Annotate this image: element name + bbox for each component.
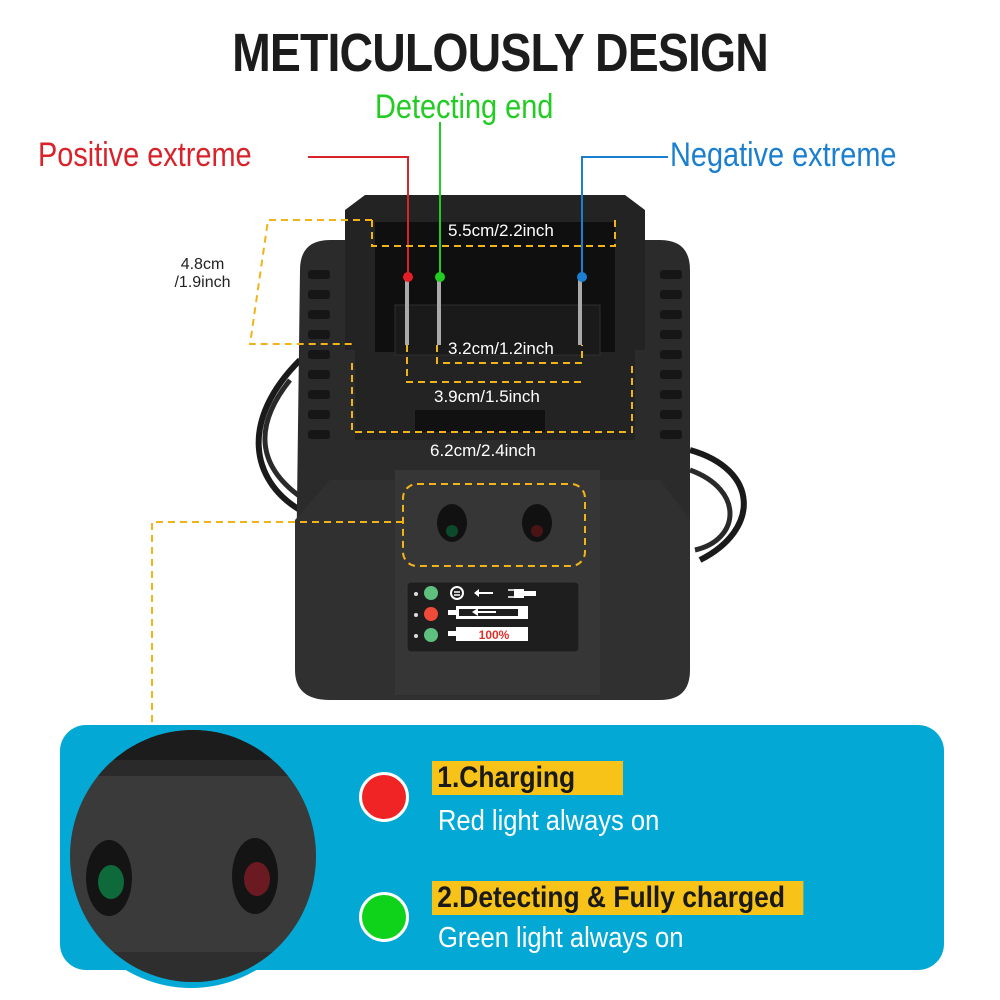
full-charge-text: 100% bbox=[479, 628, 510, 642]
height-cm: 4.8cm bbox=[180, 256, 225, 273]
red-light-icon bbox=[359, 772, 409, 822]
legend-subtitle-charging: Red light always on bbox=[438, 805, 660, 837]
terminal-span-dimension: 3.2cm/1.2inch bbox=[448, 339, 554, 358]
status-led-green-2 bbox=[424, 628, 438, 642]
rail-span-dimension: 3.9cm/1.5inch bbox=[434, 387, 540, 406]
green-led-closeup bbox=[98, 865, 124, 899]
status-led-red bbox=[424, 607, 438, 621]
led-closeup bbox=[70, 730, 316, 982]
page-title: METICULOUSLY DESIGN bbox=[232, 23, 769, 83]
detecting-end-label: Detecting end bbox=[375, 88, 554, 126]
legend-subtitle-detecting: Green light always on bbox=[438, 922, 684, 954]
negative-extreme-label: Negative extreme bbox=[670, 136, 897, 174]
base-width-dimension: 6.2cm/2.4inch bbox=[430, 441, 536, 460]
height-dimension: 4.8cm /1.9inch bbox=[165, 256, 240, 292]
positive-extreme-label: Positive extreme bbox=[38, 136, 252, 174]
status-led-green-1 bbox=[424, 586, 438, 600]
indicator-plate: 100% bbox=[412, 586, 577, 650]
red-led-closeup bbox=[244, 862, 270, 896]
height-inch: /1.9inch bbox=[174, 274, 231, 291]
legend-title-charging: 1.Charging bbox=[432, 761, 623, 795]
legend-title-detecting: 2.Detecting & Fully charged bbox=[432, 881, 804, 915]
plug-icon: 100% bbox=[448, 586, 536, 642]
green-light-icon bbox=[359, 892, 409, 942]
top-width-dimension: 5.5cm/2.2inch bbox=[448, 221, 554, 240]
